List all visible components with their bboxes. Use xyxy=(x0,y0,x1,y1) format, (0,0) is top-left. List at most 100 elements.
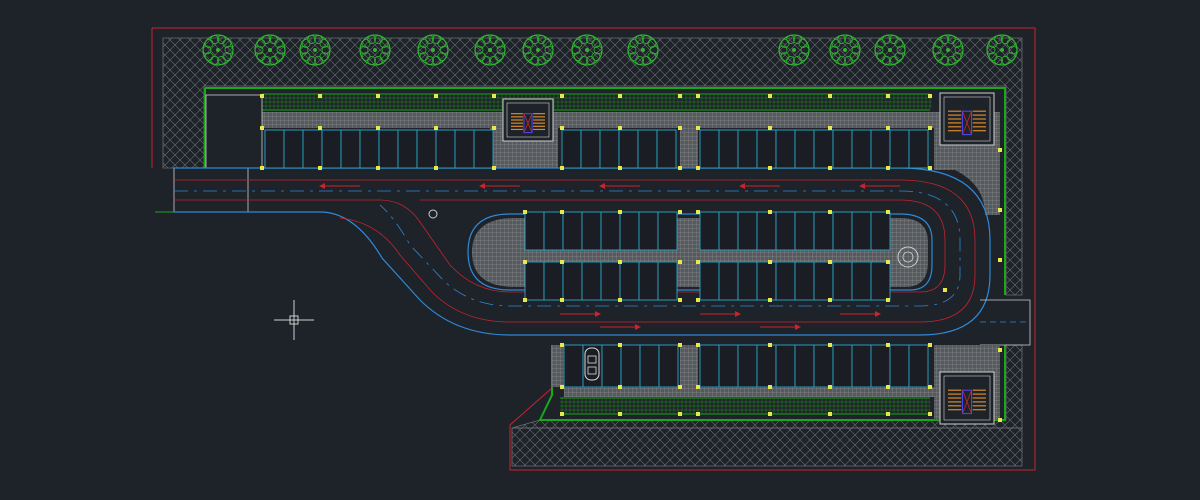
parking-stall xyxy=(908,129,929,169)
parking-stall xyxy=(599,129,620,169)
column-marker xyxy=(696,260,700,264)
parking-stall xyxy=(737,211,758,251)
column-marker xyxy=(696,385,700,389)
parking-stall xyxy=(657,211,678,251)
column-marker xyxy=(943,288,947,292)
crosshair-cursor[interactable] xyxy=(274,300,314,340)
parking-stall xyxy=(718,261,739,301)
traffic-arrows xyxy=(319,183,900,330)
parking-stall xyxy=(454,129,475,169)
parking-stall xyxy=(851,129,872,169)
column-marker xyxy=(828,298,832,302)
parking-stall xyxy=(794,344,815,388)
column-marker xyxy=(828,260,832,264)
parking-stall xyxy=(657,261,678,301)
column-marker xyxy=(560,94,564,98)
parking-stall xyxy=(656,129,677,169)
stall-row-top-left xyxy=(264,129,494,169)
column-marker xyxy=(928,126,932,130)
column-marker xyxy=(928,412,932,416)
parking-stall xyxy=(718,211,739,251)
parking-stall xyxy=(775,211,796,251)
parking-stall xyxy=(416,129,437,169)
stair-core-bottom-right xyxy=(939,371,995,425)
stall-row-island-bottom-right xyxy=(699,261,891,301)
parking-stall xyxy=(794,211,815,251)
column-marker xyxy=(560,210,564,214)
column-marker xyxy=(523,298,527,302)
column-marker xyxy=(998,258,1002,262)
tree-icon xyxy=(359,34,391,66)
parking-stall xyxy=(473,129,494,169)
column-marker xyxy=(618,298,622,302)
column-marker xyxy=(678,210,682,214)
parking-stall xyxy=(637,129,658,169)
column-marker xyxy=(318,94,322,98)
parking-stall xyxy=(699,344,720,388)
parking-stall xyxy=(870,211,891,251)
column-marker xyxy=(376,166,380,170)
column-marker xyxy=(260,126,264,130)
column-marker xyxy=(492,166,496,170)
column-marker xyxy=(678,94,682,98)
column-marker xyxy=(560,385,564,389)
column-marker xyxy=(560,298,564,302)
tree-row-top xyxy=(202,34,1018,66)
column-marker xyxy=(560,126,564,130)
parking-stall xyxy=(638,261,659,301)
parking-stall xyxy=(580,129,601,169)
column-marker xyxy=(886,166,890,170)
parking-stall xyxy=(908,344,929,388)
column-marker xyxy=(492,94,496,98)
tree-icon xyxy=(986,34,1018,66)
parking-stall xyxy=(889,129,910,169)
column-marker xyxy=(886,385,890,389)
column-marker xyxy=(318,126,322,130)
column-marker xyxy=(696,94,700,98)
column-marker xyxy=(828,166,832,170)
column-marker xyxy=(998,148,1002,152)
column-marker xyxy=(886,126,890,130)
column-marker xyxy=(768,94,772,98)
car-icon xyxy=(584,347,600,381)
parking-stall xyxy=(699,261,720,301)
parking-stall xyxy=(832,261,853,301)
column-marker xyxy=(260,166,264,170)
column-marker xyxy=(768,126,772,130)
parking-stall xyxy=(737,129,758,169)
column-marker xyxy=(678,412,682,416)
column-marker xyxy=(828,343,832,347)
column-marker xyxy=(828,385,832,389)
column-marker xyxy=(560,343,564,347)
column-marker xyxy=(886,260,890,264)
tree-icon xyxy=(932,34,964,66)
column-marker xyxy=(678,298,682,302)
column-marker xyxy=(928,166,932,170)
parking-stall xyxy=(718,344,739,388)
column-marker xyxy=(523,260,527,264)
column-marker xyxy=(678,343,682,347)
parking-stall xyxy=(794,129,815,169)
column-marker xyxy=(696,343,700,347)
parking-stall xyxy=(813,344,834,388)
stair-core-top-middle xyxy=(502,98,554,142)
column-marker xyxy=(998,208,1002,212)
column-marker xyxy=(696,166,700,170)
parking-stall xyxy=(832,129,853,169)
column-marker xyxy=(618,412,622,416)
column-marker xyxy=(618,385,622,389)
parking-stall xyxy=(813,211,834,251)
parking-stall xyxy=(851,261,872,301)
site-boundary xyxy=(151,27,1036,471)
parking-stall xyxy=(658,344,679,388)
column-marker xyxy=(618,260,622,264)
parking-stall xyxy=(618,129,639,169)
stall-row-island-top-left xyxy=(524,211,678,251)
stair-core-top-right xyxy=(939,92,995,146)
stall-row-island-top-right xyxy=(699,211,891,251)
column-marker xyxy=(828,126,832,130)
parking-stall xyxy=(813,261,834,301)
parking-stall xyxy=(264,129,285,169)
